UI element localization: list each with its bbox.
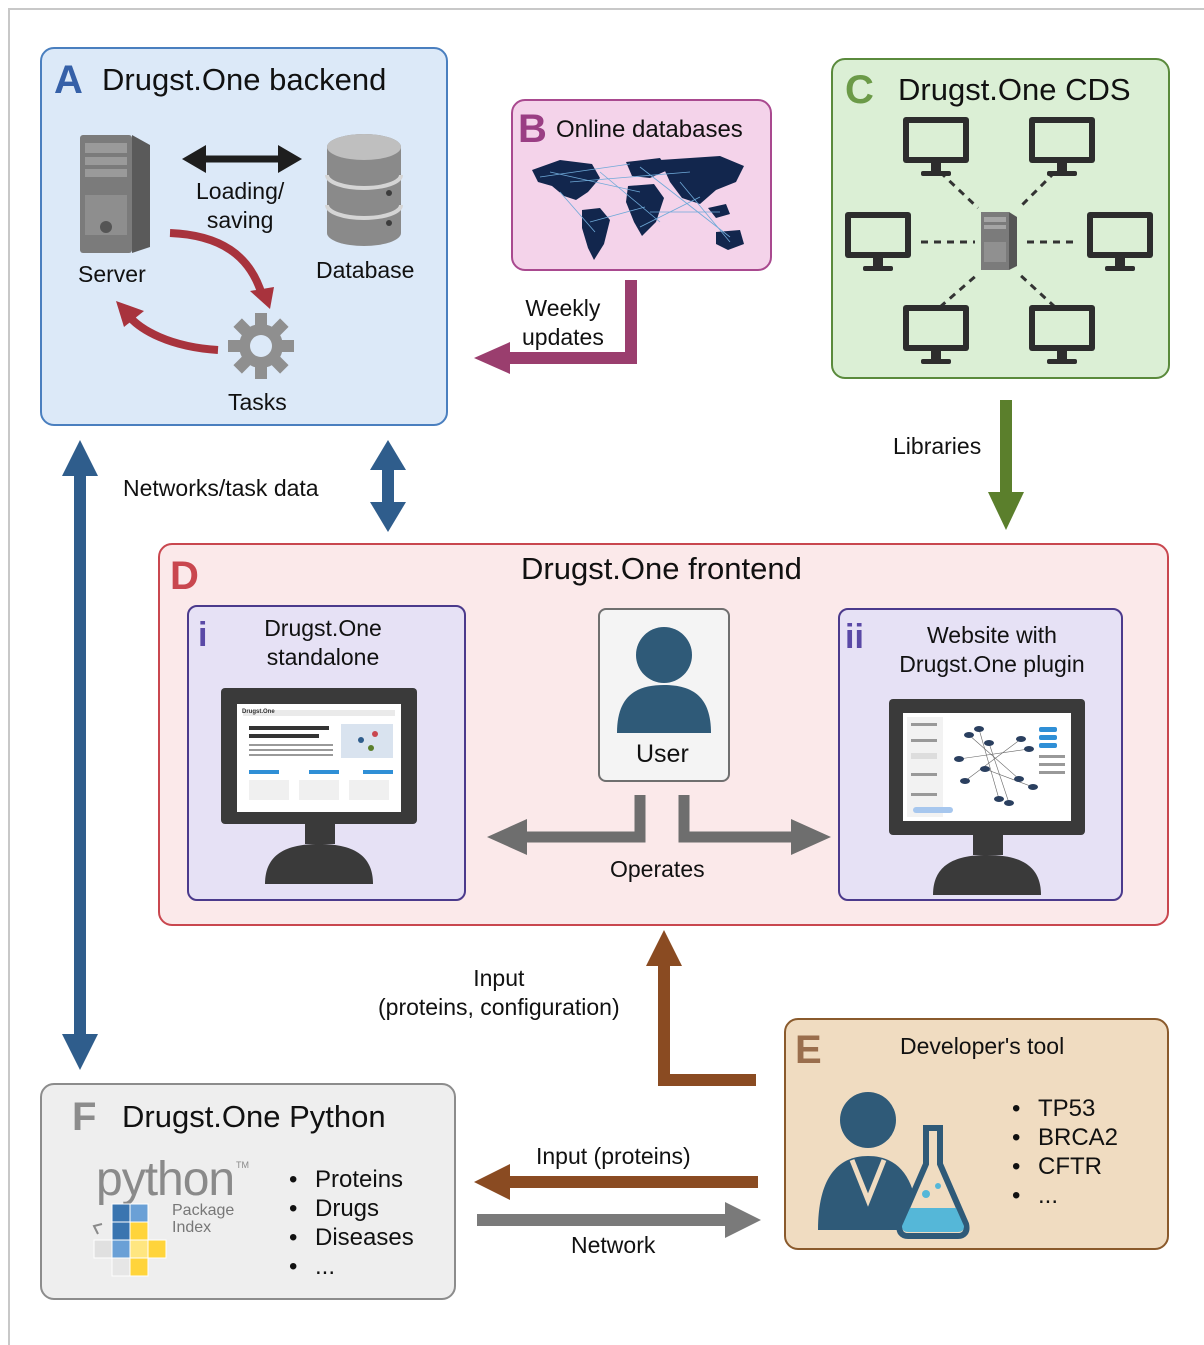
python-title: Drugst.One Python <box>122 1099 386 1134</box>
pypi-cubes-icon <box>92 1203 167 1277</box>
gene-item: TP53 <box>1012 1094 1118 1123</box>
query-item: Drugs <box>289 1194 414 1223</box>
cds-network-icon <box>845 117 1153 364</box>
input-proteins-label: Input (proteins) <box>536 1143 691 1169</box>
libraries-label: Libraries <box>893 433 982 459</box>
user-label: User <box>636 740 689 768</box>
cds-title: Drugst.One CDS <box>898 72 1131 107</box>
python-query-list: Proteins Drugs Diseases ... <box>289 1165 414 1281</box>
frontend-title: Drugst.One frontend <box>521 551 802 586</box>
frame-left-line <box>8 8 10 1345</box>
network-arrow <box>477 1202 761 1238</box>
network-label: Network <box>571 1232 656 1258</box>
python-letter: F <box>72 1095 97 1139</box>
task-cycle-arrows <box>116 229 274 354</box>
operates-arrows <box>487 795 831 855</box>
libraries-arrow <box>988 400 1024 530</box>
scientist-icon <box>818 1092 970 1239</box>
backend-python-arrow <box>62 440 98 1070</box>
query-item: ... <box>289 1252 414 1281</box>
gene-item: CFTR <box>1012 1152 1118 1181</box>
input-config-label: Input (proteins, configuration) <box>378 965 620 1020</box>
user-icon <box>617 627 711 733</box>
loading-saving-label: Loading/ saving <box>196 178 285 233</box>
weekly-updates-label: Weekly updates <box>522 295 604 350</box>
online-db-letter: B <box>518 107 547 151</box>
backend-title: Drugst.One backend <box>102 62 387 97</box>
database-label: Database <box>316 257 415 283</box>
query-item: Proteins <box>289 1165 414 1194</box>
tasks-label: Tasks <box>228 389 287 415</box>
plugin-website-title: Website with Drugst.One plugin <box>899 622 1085 677</box>
gear-icon <box>228 313 294 379</box>
world-map-icon <box>532 156 744 260</box>
loading-saving-arrow <box>182 145 302 173</box>
frontend-letter: D <box>170 554 199 598</box>
weekly-updates-arrow <box>474 280 637 374</box>
input-config-arrow <box>646 930 756 1086</box>
plugin-monitor-icon <box>889 699 1085 895</box>
standalone-numeral: i <box>198 616 208 654</box>
networks-task-data-label: Networks/task data <box>123 475 319 501</box>
cds-letter: C <box>845 68 874 112</box>
server-icon <box>80 135 150 253</box>
plugin-website-numeral: ii <box>845 618 864 656</box>
pypi-logo-word: python <box>96 1153 235 1206</box>
online-db-title: Online databases <box>556 116 743 143</box>
gene-item: BRCA2 <box>1012 1123 1118 1152</box>
backend-frontend-arrow <box>370 440 406 532</box>
server-label: Server <box>78 261 146 287</box>
operates-label: Operates <box>610 856 705 882</box>
standalone-monitor-icon <box>221 688 417 884</box>
gene-item: ... <box>1012 1181 1118 1210</box>
pypi-logo-sub: Package Index <box>172 1202 235 1236</box>
pypi-logo-tm: TM <box>236 1160 249 1170</box>
standalone-screen-logo: Drugst.One <box>242 709 275 715</box>
developer-tool-title: Developer's tool <box>900 1033 1065 1059</box>
input-proteins-arrow <box>474 1164 758 1200</box>
query-item: Diseases <box>289 1223 414 1252</box>
gene-list: TP53 BRCA2 CFTR ... <box>1012 1094 1118 1210</box>
database-icon <box>325 134 403 246</box>
backend-letter: A <box>54 58 83 102</box>
developer-tool-letter: E <box>795 1028 822 1072</box>
standalone-title: Drugst.One standalone <box>264 615 382 670</box>
frame-top-line <box>8 8 1204 10</box>
